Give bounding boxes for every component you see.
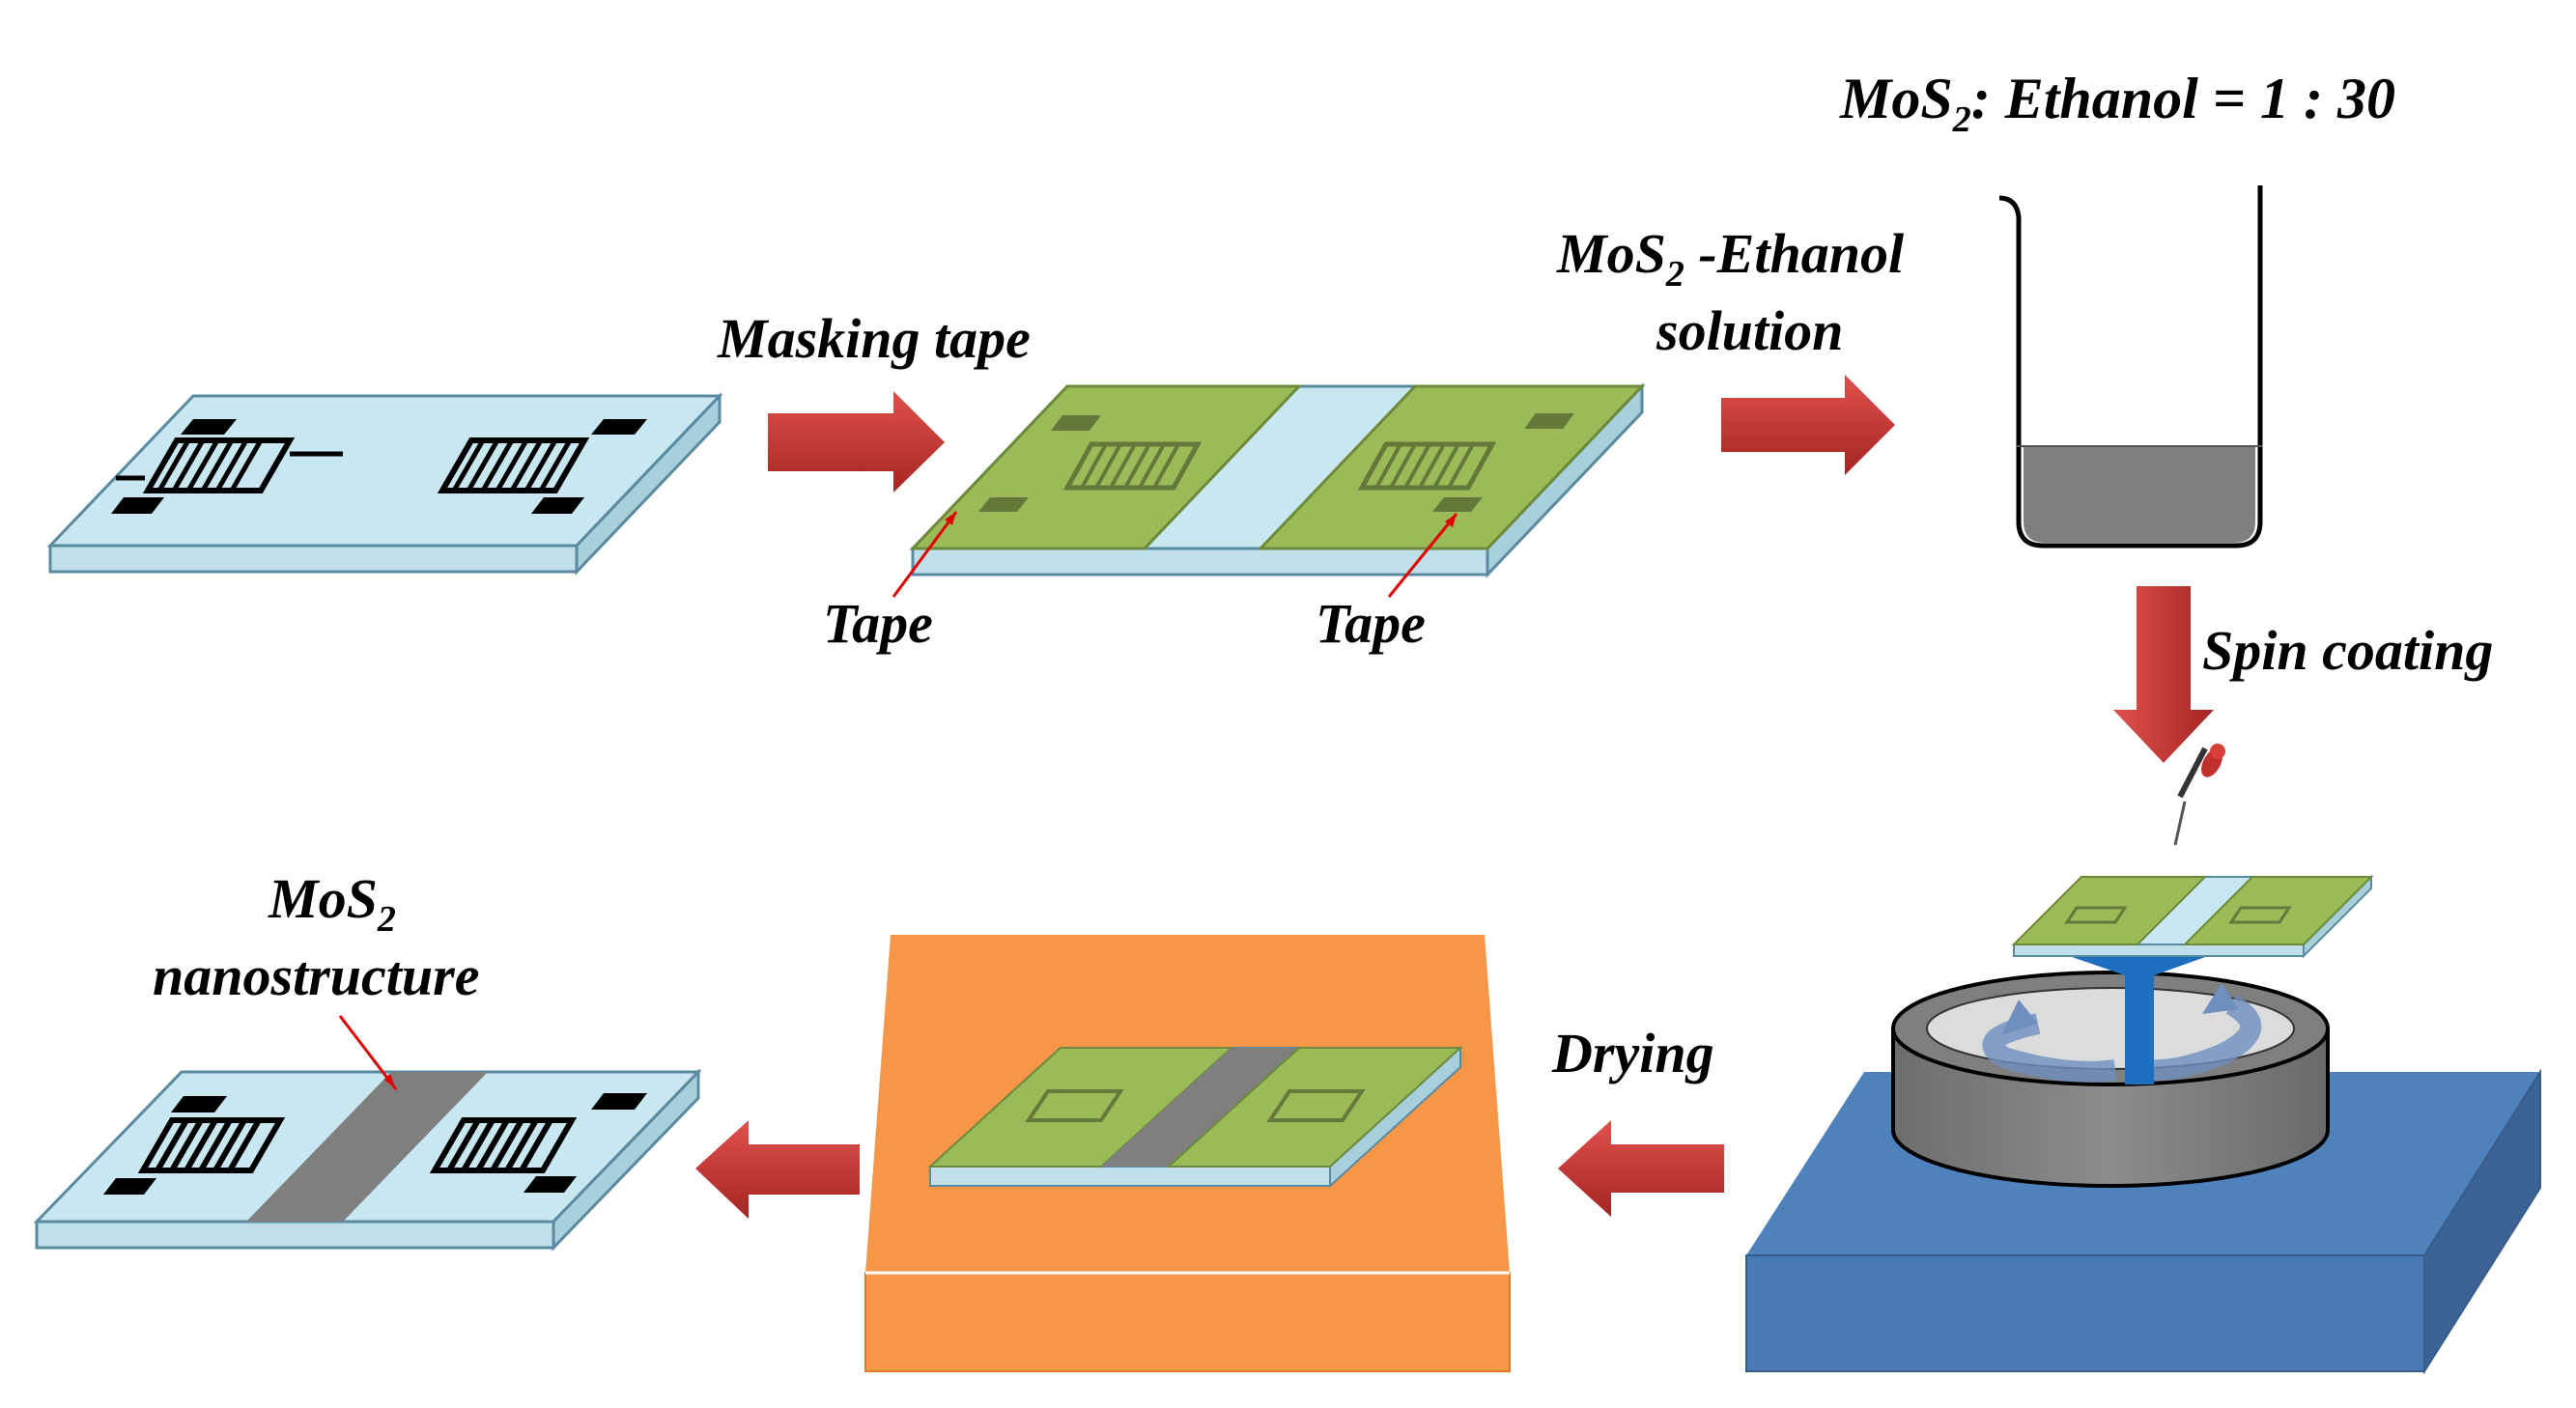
substrate-on-hotplate (927, 1045, 1463, 1189)
tape-strip-right (1257, 384, 1646, 550)
solution-label: MoS2 -Ethanol (1556, 222, 1905, 295)
bare-substrate (46, 392, 723, 576)
drying-label: Drying (1551, 1022, 1714, 1084)
solution-label-line2: solution (1656, 299, 1843, 362)
arrow-to-hotplate (1558, 1120, 1724, 1217)
spin-coating-label: Spin coating (2202, 619, 2493, 682)
left-electrode (111, 419, 343, 514)
masking-tape-label: Masking tape (717, 307, 1031, 370)
tape-label-right: Tape (1316, 592, 1426, 655)
tape-label-left: Tape (823, 592, 933, 655)
arrow-to-spin-coater (2113, 586, 2214, 763)
tape-pointer-right (1387, 513, 1458, 598)
dropper-icon (2173, 744, 2225, 846)
arrow-to-beaker (1721, 375, 1895, 475)
mos2-film (246, 1072, 488, 1222)
spin-coater (1745, 951, 2541, 1375)
nano-pointer (338, 1015, 398, 1090)
final-substrate (33, 1068, 702, 1252)
tape-pointer-left (892, 511, 958, 598)
arrow-to-tape-step (768, 391, 945, 493)
taped-substrate (909, 382, 1646, 578)
arrow-to-final (695, 1120, 860, 1219)
nano-label-line2: nanostructure (153, 944, 479, 1007)
right-electrode (437, 419, 647, 514)
substrate-on-spinner (2011, 874, 2374, 959)
nano-label: MoS2 (268, 867, 396, 940)
tape-strip-left (909, 384, 1303, 550)
beaker (1998, 185, 2263, 549)
ratio-label: MoS2: Ethanol = 1 : 30 (1839, 67, 2395, 140)
